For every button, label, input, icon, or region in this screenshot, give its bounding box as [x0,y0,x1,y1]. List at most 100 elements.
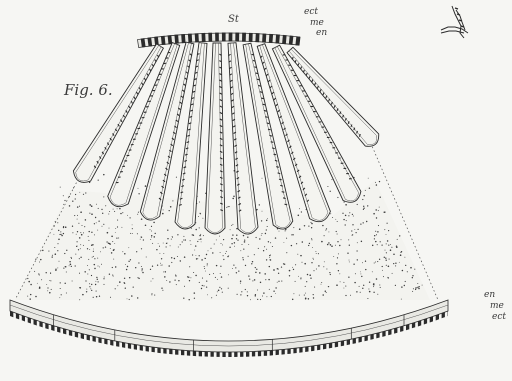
stipple-dot [184,239,186,241]
stipple-dot [273,270,274,271]
stipple-dot [137,277,138,278]
stipple-dot [94,258,95,259]
stipple-dot [395,285,396,286]
stipple-dot [79,273,80,274]
stipple-dot [387,223,388,224]
stipple-dot [63,268,64,269]
stipple-dot [96,296,97,297]
bottom-cell-block [287,349,290,354]
stipple-dot [362,262,363,263]
stipple-dot [352,214,353,215]
stipple-dot [69,261,70,262]
stipple-dot [396,245,397,246]
stipple-dot [151,226,152,227]
stipple-dot [289,275,290,276]
stipple-dot [87,274,88,275]
stipple-dot [210,248,211,249]
fold-hatch-mark [268,129,271,130]
stipple-dot [366,221,367,222]
stipple-dot [66,272,67,273]
stipple-dot [87,248,88,249]
stipple-dot [74,215,75,216]
stipple-dot [47,287,48,288]
stipple-dot [39,262,40,263]
stipple-dot [145,224,147,226]
stipple-dot [60,231,61,232]
stipple-dot [199,213,200,214]
stipple-dot [244,239,245,240]
stipple-dot [190,240,191,241]
bottom-cell-block [222,352,225,357]
stipple-dot [39,274,40,275]
stipple-dot [277,268,279,270]
stipple-dot [105,205,106,206]
stipple-dot [375,241,376,242]
stipple-dot [342,213,343,214]
stipple-dot [234,246,235,247]
stipple-dot [59,297,60,298]
stipple-dot [80,248,81,249]
stipple-dot [365,269,366,270]
stipple-dot [226,251,227,252]
stipple-dot [202,285,203,286]
stipple-dot [93,256,94,257]
stipple-dot [375,262,376,263]
bottom-cell-block [311,346,314,352]
stipple-dot [208,250,209,251]
stipple-dot [83,194,84,195]
stipple-dot [387,240,388,241]
stipple-dot [214,243,215,244]
stipple-dot [122,212,123,213]
stipple-dot [89,249,90,250]
stipple-dot [117,226,118,227]
stipple-dot [105,246,106,247]
stipple-dot [88,236,89,237]
stipple-dot [120,213,121,214]
stipple-dot [292,267,293,268]
fold-hatch-mark [274,154,277,155]
stipple-dot [413,288,414,289]
fold-hatch-mark [253,61,256,62]
stipple-dot [130,233,131,234]
stipple-dot [176,177,177,178]
stipple-dot [113,276,114,277]
stipple-dot [132,228,133,229]
stipple-dot [127,215,128,216]
stipple-dot [407,271,408,272]
bottom-cell-block [412,322,415,328]
stipple-dot [91,232,92,233]
stipple-dot [326,292,327,293]
stipple-dot [373,213,375,215]
stipple-dot [116,237,117,238]
stipple-dot [325,291,326,292]
stipple-dot [240,281,241,282]
stipple-dot [236,228,237,229]
stipple-dot [138,193,139,194]
stipple-dot [109,243,111,245]
stipple-dot [336,231,337,232]
stipple-dot [379,181,380,182]
stipple-dot [29,298,30,299]
label-right-me: me [490,301,504,311]
stipple-dot [379,259,380,260]
bottom-cell-block [157,348,160,353]
stipple-dot [72,226,73,227]
stipple-dot [177,234,178,235]
stipple-dot [393,254,395,256]
stipple-dot [127,299,128,300]
stipple-dot [395,265,396,266]
stipple-dot [103,284,104,285]
stipple-dot [247,236,248,237]
stipple-dot [211,297,212,298]
bottom-cell-block [152,347,155,352]
stipple-dot [313,294,314,295]
stipple-dot [272,246,273,247]
bottom-cell-block [400,326,403,332]
stipple-dot [385,258,386,259]
bottom-cell-block [51,325,54,331]
stipple-dot [337,241,338,242]
stipple-dot [122,251,123,252]
stipple-dot [259,204,260,205]
stipple-dot [79,237,81,239]
